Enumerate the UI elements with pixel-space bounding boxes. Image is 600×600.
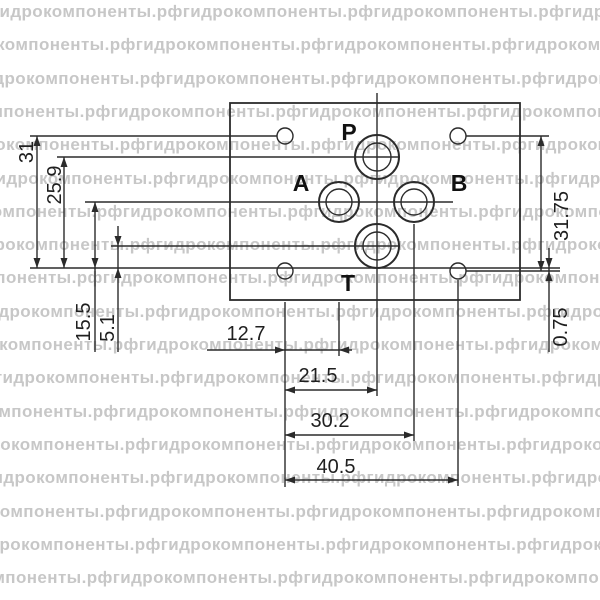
watermark-row: гидрокомпоненты.рфгидрокомпоненты.рфгидр… [0, 501, 600, 521]
port-a-circle [318, 181, 360, 223]
watermark-row: гидрокомпоненты.рфгидрокомпоненты.рфгидр… [0, 335, 600, 354]
dim-label-31: 31 [16, 141, 38, 163]
watermark-row: гидрокомпоненты.рфгидрокомпоненты.рфгидр… [0, 168, 600, 188]
dim-label-12-7: 12.7 [227, 323, 266, 345]
watermark-row: гидрокомпоненты.рфгидрокомпоненты.рфгидр… [0, 368, 600, 388]
dim-label-15-5: 15.5 [73, 303, 95, 342]
port-p-circle [354, 134, 400, 180]
port-label-t: T [341, 270, 355, 296]
dim-label-0-75: 0.75 [550, 308, 572, 347]
watermark-row: гидрокомпоненты.рфгидрокомпоненты.рфгидр… [0, 101, 600, 121]
watermark-row: гидрокомпоненты.рфгидрокомпоненты.рфгидр… [0, 35, 600, 55]
mounting-holes [276, 127, 467, 280]
port-label-b: B [451, 170, 468, 196]
extension-lines [30, 93, 560, 487]
port-label-a: A [293, 170, 310, 196]
dim-label-5-1: 5.1 [97, 314, 119, 342]
watermark-row: гидрокомпоненты.рфгидрокомпоненты.рфгидр… [0, 534, 600, 554]
arrowheads [33, 136, 553, 484]
watermark-row: гидрокомпоненты.рфгидрокомпоненты.рфгидр… [0, 201, 600, 221]
dimension-lines [36, 136, 550, 481]
dim-label-21-5: 21.5 [299, 365, 338, 387]
watermark-row: гидрокомпоненты.рфгидрокомпоненты.рфгидр… [0, 135, 600, 155]
watermark-row: гидрокомпоненты.рфгидрокомпоненты.рфгидр… [0, 301, 600, 321]
watermark-row: гидрокомпоненты.рфгидрокомпоненты.рфгидр… [0, 2, 600, 21]
port-b-circle [393, 181, 435, 223]
dim-label-25-9: 25.9 [44, 166, 66, 205]
watermark-row: гидрокомпоненты.рфгидрокомпоненты.рфгидр… [0, 434, 600, 454]
watermark-row: гидрокомпоненты.рфгидрокомпоненты.рфгидр… [0, 568, 600, 588]
port-t-circle [354, 223, 400, 269]
dim-label-30-2: 30.2 [311, 410, 350, 432]
dim-label-31-75: 31.75 [551, 191, 573, 241]
dim-label-40-5: 40.5 [317, 456, 356, 478]
port-label-p: P [341, 119, 356, 145]
watermark-row: гидрокомпоненты.рфгидрокомпоненты.рфгидр… [0, 235, 600, 255]
watermark-row: гидрокомпоненты.рфгидрокомпоненты.рфгидр… [0, 401, 600, 421]
watermark-row: гидрокомпоненты.рфгидрокомпоненты.рфгидр… [0, 68, 600, 88]
